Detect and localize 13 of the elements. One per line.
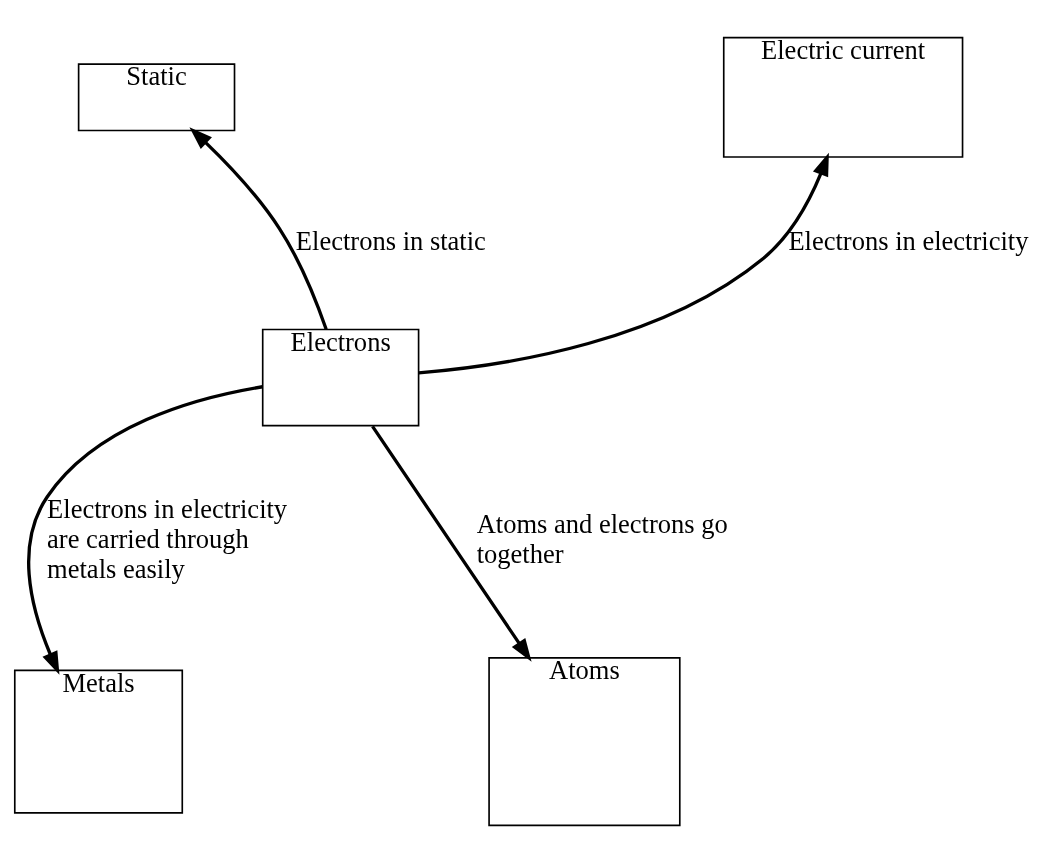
node-box: Static <box>77 62 236 131</box>
arrow <box>371 425 532 662</box>
arrow <box>418 152 829 374</box>
node-box: Electrons <box>261 328 420 427</box>
edge-label: Electrons in electricity <box>788 225 1029 256</box>
edge-label: Electrons in static <box>295 225 486 256</box>
node-box: Metals <box>13 668 184 814</box>
arrow <box>189 126 328 330</box>
edge-label: Atoms and electrons go together <box>476 508 728 569</box>
arrow <box>27 384 263 675</box>
edge-label: Electrons in electricity are carried through metals easily <box>47 493 288 584</box>
node-box: Atoms <box>488 656 681 826</box>
node-box: Electric current <box>722 36 964 158</box>
